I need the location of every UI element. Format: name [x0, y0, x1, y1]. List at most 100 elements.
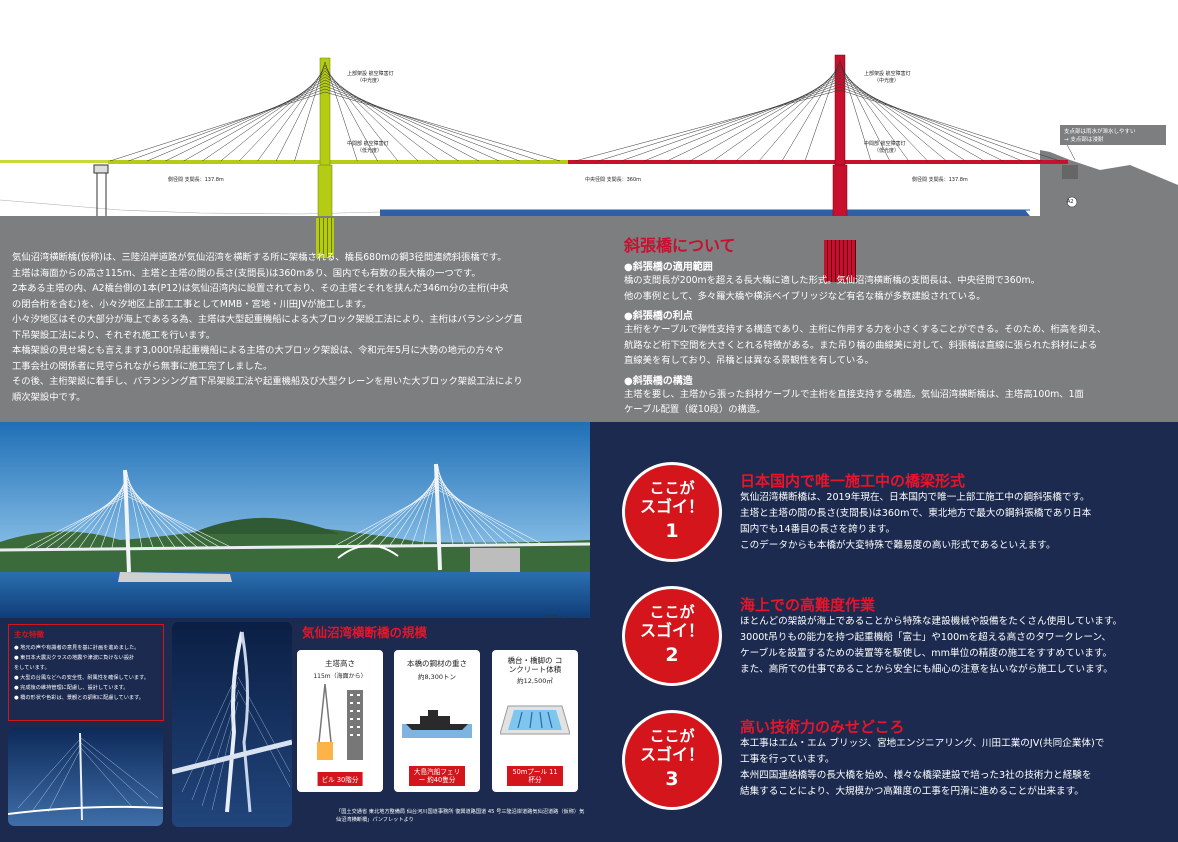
point-line: 本州四国連絡橋等の長大橋を始め、様々な橋梁建設で培った3社の技術力と経験を — [740, 770, 1092, 781]
intro-line: 工事会社の関係者に見守られながら無事に施工完了しました。 — [12, 360, 273, 372]
point-line: 工事を行っています。 — [740, 754, 835, 765]
bridge-elevation-drawing — [0, 54, 1178, 243]
feature-item: をしています。 — [14, 665, 50, 671]
left-tower-foundation — [316, 218, 334, 258]
section-line: 他の事例として、多々羅大橋や横浜ベイブリッジなど有名な橋が多数建設されている。 — [624, 290, 986, 302]
stay-cable — [839, 59, 872, 162]
photo-stay-cable — [378, 477, 439, 546]
stay-cable — [146, 85, 326, 162]
badge-number: 3 — [665, 768, 679, 790]
stay-cable — [128, 88, 326, 162]
abutment-label: A2 — [1067, 199, 1074, 205]
span-left-label: 側径間 支間長：137.8m — [168, 177, 224, 183]
card-tag: ビル 30階分 — [317, 772, 363, 786]
point-line: このデータからも本橋が大変特殊で難易度の高い形式であるといえます。 — [740, 540, 1056, 551]
feature-item: ● 完成後の維持管理に配慮し、設計しています。 — [14, 685, 129, 691]
stay-cable — [275, 64, 326, 162]
photo-stay-cable — [34, 492, 128, 549]
stay-cable — [324, 88, 540, 162]
stay-cable — [324, 73, 439, 162]
label-mid-right: 中間部 航空障害灯（低光度） — [864, 141, 906, 154]
point-line: 国内でも14番目の長さを誇ります。 — [740, 524, 896, 535]
cables-right-tower — [574, 59, 1061, 162]
badge-line: ここが — [649, 727, 695, 745]
photo-stay-cable — [437, 483, 520, 544]
point-line: ほとんどの架設が海上であることから特殊な建設機械や設備をたくさん使用しています。 — [740, 616, 1123, 627]
photo-stay-cable — [78, 480, 128, 549]
card-tag: 大島汽船フェリー 約40隻分 — [409, 766, 465, 786]
stay-cable — [839, 83, 1023, 162]
cable-stayed-info: 斜張橋について ●斜張橋の適用範囲 橋の支間長が200mを超える長大橋に適した形… — [624, 232, 1106, 418]
stay-cable — [597, 86, 841, 162]
point-line: 気仙沼湾横断橋は、2019年現在、日本国内で唯一上部工施工中の鋼斜張橋です。 — [740, 492, 1090, 503]
right-tower-foundation — [824, 240, 856, 282]
tower-render-image — [172, 622, 292, 827]
badge-number: 2 — [665, 644, 679, 666]
stay-cable — [324, 76, 459, 162]
photo-stay-cable — [334, 489, 439, 546]
section-line: 主塔を要し、主塔から張った斜材ケーブルで主桁を直接支持する構造。気仙沼湾横断橋は… — [624, 388, 1084, 400]
section-heading: ●斜張橋の構造 — [624, 375, 693, 387]
label-top-right: 上部架設 航空障害灯（中光度） — [864, 71, 911, 84]
stay-cable — [643, 80, 841, 162]
card-title: 本橋の鋼材の重さ — [407, 659, 467, 668]
scale-card-concrete-volume: 橋台・橋脚の コンクリート体積 約12,500㎥ 50mプール 11杯分 — [492, 650, 578, 792]
scale-card-steel-weight: 本橋の鋼材の重さ 約8,300トン 大島汽船フェリー 約40隻分 — [394, 650, 480, 792]
stay-cable — [839, 89, 1061, 162]
card-value: 115m（海面から） — [313, 673, 367, 680]
stay-cable — [758, 65, 841, 162]
stay-cable — [324, 91, 561, 162]
features-box: 主な特徴 ● 地元の声や有識者の意見を基に計画を進めました。 ● 東日本大震災ク… — [8, 624, 164, 721]
point-line: 結集することにより、大規模かつ高難度の工事を円滑に進めることが出来ます。 — [740, 786, 1084, 797]
section-heading: ●斜張橋の適用範囲 — [624, 262, 713, 273]
point-3-body: 本工事はエム・エム ブリッジ、宮地エンジニアリング、川田工業のJV(共同企業体)… — [740, 736, 1104, 800]
features-title: 主な特徴 — [14, 630, 44, 639]
point-3-title: 高い技術力のみせどころ — [740, 718, 905, 736]
photo-stay-cable — [67, 483, 128, 549]
photo-stay-cable — [367, 480, 439, 546]
badge-line: スゴイ！ — [639, 621, 704, 640]
photo-stay-cable — [437, 480, 509, 545]
photo-stay-cable — [437, 486, 531, 544]
intro-line: 本橋架設の見せ場とも言えます3,000t吊起重機船による主塔の大ブロック架設は、… — [12, 345, 504, 356]
intro-line: その後、主桁架設に着手し、バランシング直下吊架設工法や起重機船及び大型クレーンを… — [12, 376, 523, 387]
point-1-body: 気仙沼湾横断橋は、2019年現在、日本国内で唯一上部工施工中の鋼斜張橋です。 主… — [740, 490, 1091, 554]
card-value: 約12,500㎥ — [517, 677, 553, 685]
point-line: また、高所での仕事であることから安全にも細心の注意を払いながら施工しています。 — [740, 664, 1113, 675]
stay-cable — [620, 83, 841, 162]
stay-cable — [712, 71, 841, 162]
scale-title: 気仙沼湾横断橋の規模 — [302, 625, 428, 640]
intro-text: 気仙沼湾横断橋(仮称)は、三陸沿岸道路が気仙沼湾を横断する所に架橋される、橋長6… — [12, 250, 523, 405]
water-area — [380, 210, 1030, 216]
ferry-icon — [402, 710, 472, 738]
intro-line: 気仙沼湾横断橋(仮称)は、三陸沿岸道路が気仙沼湾を横断する所に架橋される、橋長6… — [12, 252, 507, 263]
cable-stayed-title: 斜張橋について — [624, 236, 736, 255]
card-value: 約8,300トン — [417, 673, 457, 681]
intro-band — [0, 216, 1178, 422]
intro-line: 小々汐地区はその大部分が海上であるる為、主塔は大型起重機船による大ブロック架設工… — [12, 314, 523, 325]
stay-cable — [839, 86, 1042, 162]
section-line: 主桁をケーブルで弾性支持する構造であり、主桁に作用する力を小さくすることができる… — [624, 324, 1107, 335]
cables-left-tower — [109, 61, 561, 162]
point-line: 本工事はエム・エム ブリッジ、宮地エンジニアリング、川田工業のJV(共同企業体)… — [740, 738, 1105, 749]
intro-line: の閉合桁を含む)を、小々汐地区上部工工事としてMMB・宮地・川田JVが施工します… — [12, 298, 372, 310]
photo-stay-cable — [126, 495, 231, 547]
photo-stay-cable — [23, 495, 128, 550]
stay-cable — [324, 85, 520, 162]
intro-line: 下吊架設工法により、それぞれ施工を行います。 — [12, 329, 216, 341]
photo-stay-cable — [345, 486, 439, 546]
badge-line: スゴイ！ — [639, 497, 704, 516]
point-2-title: 海上での高難度作業 — [740, 596, 876, 614]
stay-cable — [574, 89, 841, 162]
features-list: ● 地元の声や有識者の意見を基に計画を進めました。 ● 東日本大震災クラスの地震… — [14, 643, 158, 703]
point-line: ケーブルを設置するための装置等を駆使し、mm単位の精度の施工をすすめています。 — [740, 648, 1113, 659]
stay-cable — [324, 82, 500, 162]
stay-cable — [202, 76, 326, 162]
photo-stay-cable — [56, 486, 128, 549]
stay-cable — [666, 77, 841, 162]
badge-number: 1 — [665, 520, 679, 542]
pool-icon — [500, 705, 570, 735]
span-center-label: 中央径間 支間長：360m — [585, 177, 642, 183]
photo-stay-cable — [126, 483, 187, 548]
